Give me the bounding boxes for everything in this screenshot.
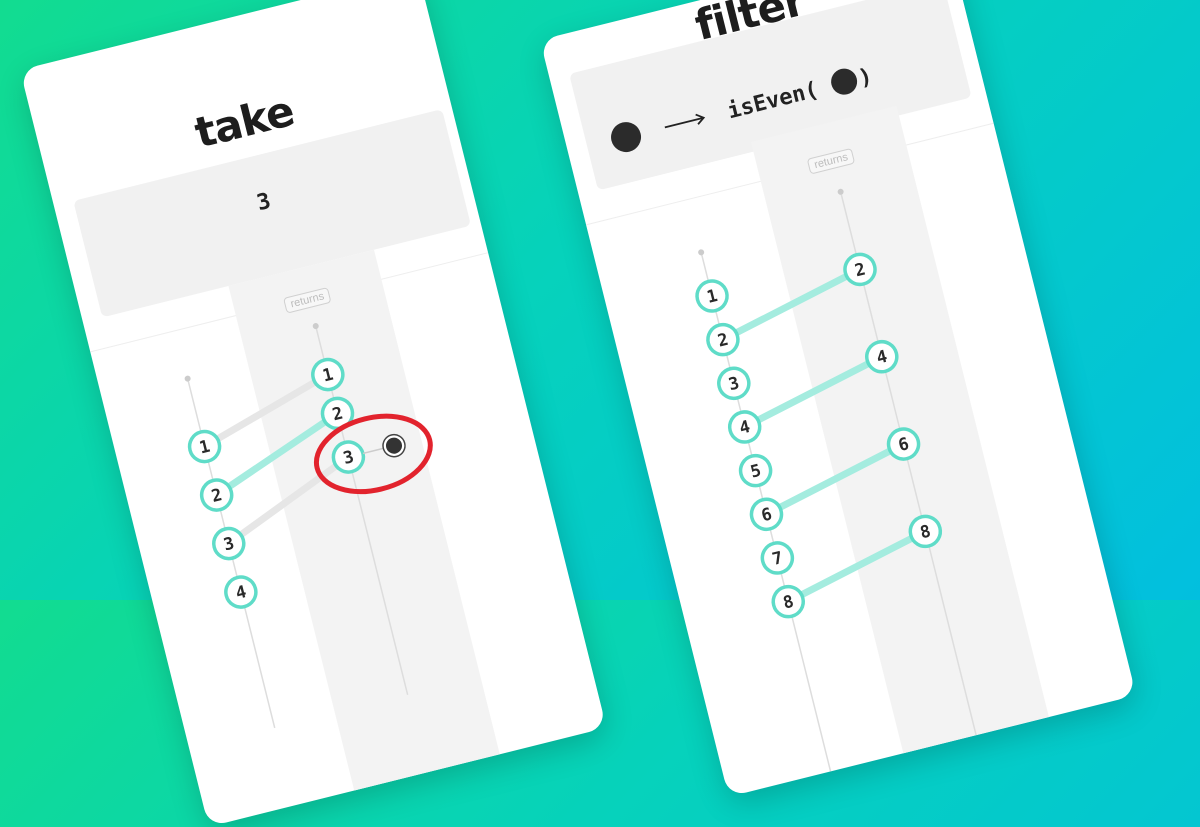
filter-predicate: isEven( ) <box>611 64 875 153</box>
svg-text:2: 2 <box>330 403 345 425</box>
svg-text:1: 1 <box>197 437 212 459</box>
take-output-marble: 3 <box>331 440 366 474</box>
take-input-marble: 2 <box>199 478 234 512</box>
filter-input-marble: 4 <box>727 410 762 444</box>
svg-text:3: 3 <box>222 534 237 556</box>
svg-text:8: 8 <box>918 521 933 543</box>
take-output-start-dot <box>312 323 319 330</box>
predicate-close: ) <box>856 64 875 91</box>
value-marble-icon <box>611 122 642 153</box>
filter-output-start-dot <box>837 188 844 195</box>
filter-input-marble: 2 <box>706 322 740 357</box>
take-input-marble: 1 <box>187 429 222 464</box>
take-card: take 3 returns 1 2 3 4 <box>20 0 607 827</box>
filter-input-marble: 3 <box>717 366 751 401</box>
filter-output-marble: 6 <box>886 427 921 461</box>
filter-marble-diagram: 1 2 3 4 5 6 7 8 2 4 6 8 <box>695 188 977 772</box>
filter-output-marble: 2 <box>843 252 877 287</box>
arrow-icon <box>664 116 704 129</box>
complete-dot-inner <box>385 437 402 454</box>
filter-output-marble: 4 <box>865 339 899 374</box>
take-connection-2 <box>213 409 342 499</box>
take-input-marble: 4 <box>224 575 258 609</box>
take-complete-connector <box>362 447 385 455</box>
svg-text:7: 7 <box>770 548 785 570</box>
filter-connection-6 <box>762 440 908 518</box>
take-input-start-dot <box>184 375 191 382</box>
svg-text:2: 2 <box>716 330 731 352</box>
svg-text:3: 3 <box>341 447 356 469</box>
filter-connection-8 <box>784 527 929 606</box>
filter-connection-2 <box>719 265 864 344</box>
filter-input-marble: 7 <box>760 541 795 575</box>
svg-text:4: 4 <box>738 417 753 439</box>
svg-text:1: 1 <box>705 286 720 308</box>
svg-text:2: 2 <box>853 259 868 281</box>
svg-text:5: 5 <box>748 461 763 483</box>
predicate-arg-icon <box>831 68 858 95</box>
filter-input-start-dot <box>698 249 705 256</box>
svg-text:6: 6 <box>896 434 911 456</box>
filter-card: filter isEven( ) returns 1 2 3 4 5 6 7 8… <box>540 0 1137 797</box>
take-connection-3 <box>225 453 352 548</box>
svg-text:4: 4 <box>234 582 249 604</box>
filter-input-marble: 1 <box>695 279 729 313</box>
highlight-ring <box>313 413 433 495</box>
take-output-marble: 1 <box>311 357 345 392</box>
take-output-marble: 2 <box>320 396 355 431</box>
take-marble-diagram: 1 2 3 4 1 2 3 <box>184 323 433 729</box>
take-input-marble: 3 <box>212 526 246 561</box>
filter-connection-4 <box>741 353 886 431</box>
svg-text:6: 6 <box>759 504 774 526</box>
svg-text:2: 2 <box>210 485 225 507</box>
take-connection-1 <box>201 371 332 451</box>
filter-input-marble: 5 <box>738 453 773 488</box>
filter-output-marble: 8 <box>908 514 943 549</box>
svg-text:3: 3 <box>727 373 742 395</box>
filter-input-marble: 6 <box>749 497 784 532</box>
svg-text:4: 4 <box>875 347 890 369</box>
svg-text:1: 1 <box>321 365 336 387</box>
filter-input-marble: 8 <box>771 584 805 619</box>
